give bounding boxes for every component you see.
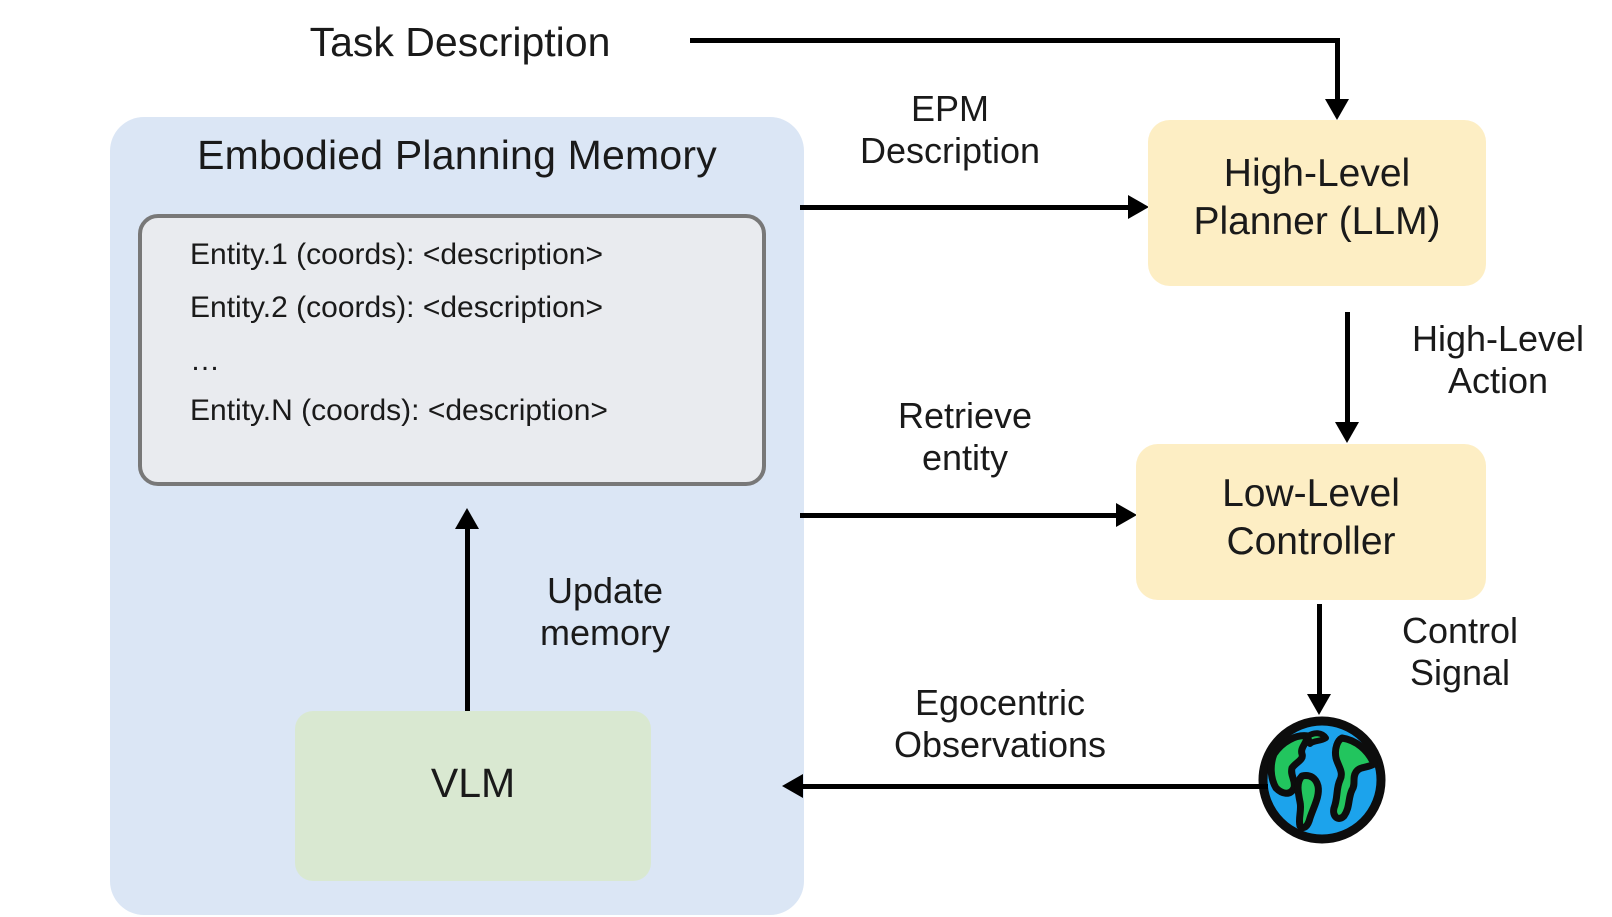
epm-description-label-line2: Description (859, 130, 1041, 172)
low-level-controller-label-line1: Low-Level (1222, 472, 1400, 515)
egocentric-observations-label-line1: Egocentric (914, 682, 1086, 723)
embodied-planning-memory-title: Embodied Planning Memory (197, 132, 717, 178)
control-signal-label-line2: Signal (1409, 652, 1511, 694)
task-description-arrowhead (1325, 99, 1349, 120)
epm-description-arrow-shaft (800, 205, 1132, 210)
low-level-controller-label-line2: Controller (1226, 519, 1396, 563)
task-description-arrow-segment-vertical (1335, 38, 1340, 101)
control-signal-arrow-shaft (1317, 604, 1322, 696)
update-memory-label-line2: memory (539, 612, 670, 654)
task-description-label: Task Description (309, 19, 611, 65)
entity-list-item: Entity.1 (coords): <description> (190, 238, 603, 271)
entity-list-ellipsis: … (190, 344, 220, 377)
high-level-planner-label-line1: High-Level (1223, 152, 1411, 195)
task-description-arrow-segment-horizontal (690, 38, 1340, 43)
retrieve-entity-arrowhead (1116, 503, 1137, 527)
update-memory-arrowhead (455, 508, 479, 529)
control-signal-label-line1: Control (1401, 610, 1519, 651)
egocentric-observations-arrow-shaft (803, 784, 1268, 789)
high-level-planner-label-line2: Planner (LLM) (1193, 199, 1441, 243)
egocentric-observations-arrowhead (782, 774, 803, 798)
high-level-action-label-line1: High-Level (1411, 318, 1585, 359)
epm-description-arrowhead (1128, 195, 1149, 219)
epm-description-label-line1: EPM (910, 88, 989, 129)
update-memory-label-line1: Update (546, 570, 664, 611)
update-memory-arrow-shaft (465, 528, 470, 711)
vlm-box (295, 711, 651, 881)
retrieve-entity-arrow-shaft (800, 513, 1120, 518)
high-level-action-arrowhead (1335, 422, 1359, 443)
retrieve-entity-label-line2: entity (921, 437, 1009, 479)
globe-icon (1256, 714, 1388, 846)
control-signal-arrowhead (1307, 694, 1331, 715)
entity-list-item: Entity.2 (coords): <description> (190, 291, 603, 324)
egocentric-observations-label-line2: Observations (893, 724, 1107, 766)
low-level-controller-box (1136, 444, 1486, 600)
vlm-label: VLM (430, 760, 516, 806)
high-level-action-label-line2: Action (1447, 360, 1549, 402)
retrieve-entity-label-line1: Retrieve (897, 395, 1033, 436)
high-level-action-arrow-shaft (1345, 312, 1350, 424)
high-level-planner-box (1148, 120, 1486, 286)
entity-list-box: Entity.1 (coords): <description> Entity.… (138, 214, 766, 486)
entity-list-item: Entity.N (coords): <description> (190, 394, 608, 427)
